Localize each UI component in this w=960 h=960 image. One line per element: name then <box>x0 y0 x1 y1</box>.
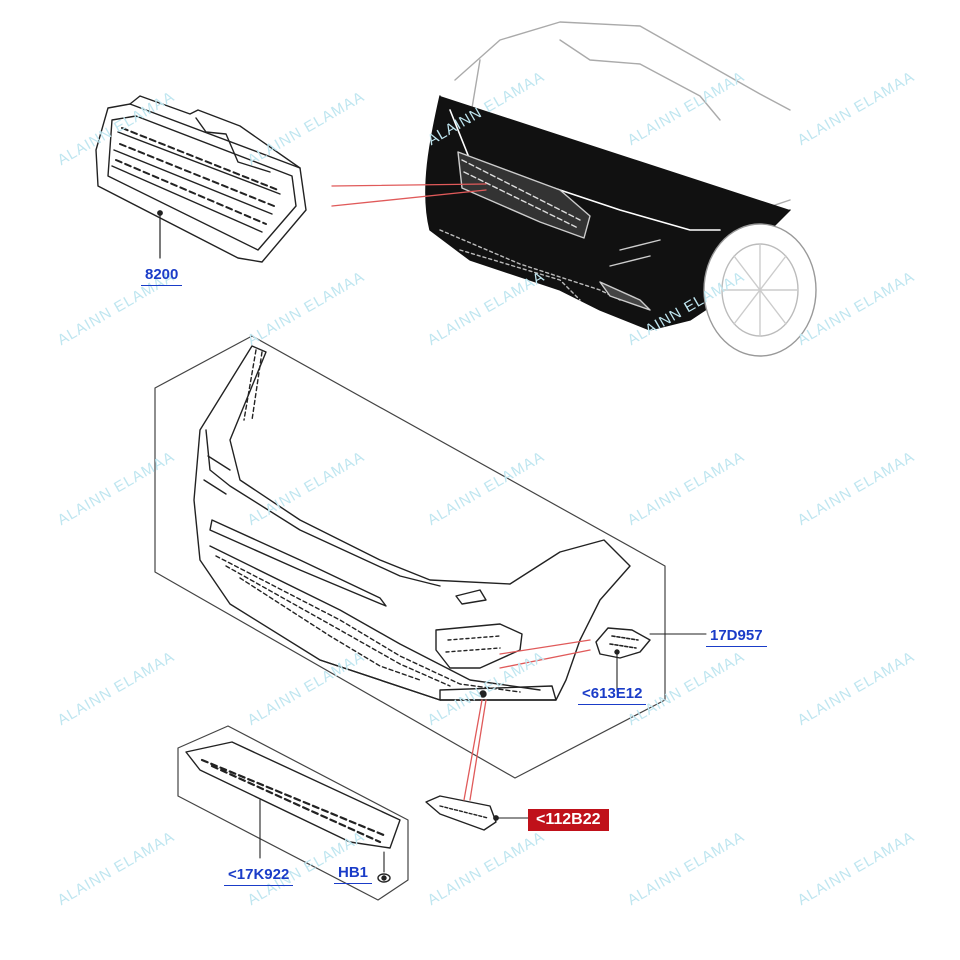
bracket-box <box>177 725 409 901</box>
leader-lines <box>331 183 591 801</box>
vehicle-front <box>425 21 817 357</box>
bumper-box <box>154 335 666 779</box>
callout-fastener-hb1[interactable]: HB1 <box>334 863 373 884</box>
grille-part <box>95 95 307 263</box>
callout-tow-cover-112b22[interactable]: <112B22 <box>528 809 609 831</box>
callout-fog-bezel-613e12[interactable]: <613E12 <box>578 684 647 705</box>
fog-bezel-part <box>595 627 707 691</box>
tow-cover-part <box>425 795 529 831</box>
callout-bracket-17k922[interactable]: <17K922 <box>224 865 294 886</box>
callout-front-cover-17d957[interactable]: 17D957 <box>706 626 767 647</box>
callout-grille-8200[interactable]: 8200 <box>141 265 183 286</box>
bumper-cover-part <box>193 345 631 701</box>
